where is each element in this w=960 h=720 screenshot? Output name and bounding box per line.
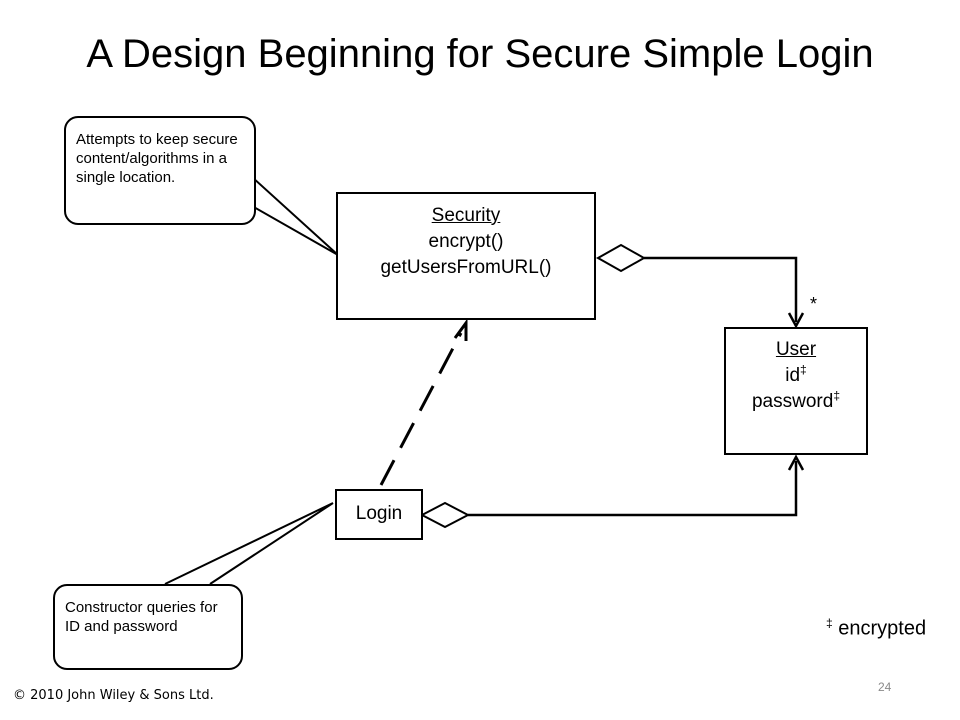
login-user-association-line [468, 461, 798, 517]
top-callout-pointer [251, 176, 339, 256]
user-attribute-password: password‡ [751, 388, 840, 412]
login-aggregation-diamond [419, 501, 471, 529]
copyright-notice: © 2010 John Wiley & Sons Ltd. [13, 688, 214, 703]
security-operation-get-users: getUsersFromURL() [380, 257, 552, 278]
page-title: A Design Beginning for Secure Simple Log… [86, 32, 874, 76]
association-multiplicity: * [810, 294, 818, 314]
page-number: 24 [878, 680, 892, 694]
login-user-arrowhead [787, 454, 805, 471]
security-operation-encrypt: encrypt() [428, 231, 504, 252]
login-security-dependency-line [379, 332, 463, 486]
top-callout-note: Attempts to keep secure content/algorith… [64, 116, 256, 225]
login-class-name: Login [355, 503, 403, 524]
login-class-box: Login [335, 489, 423, 540]
security-class-name: Security [431, 205, 501, 226]
user-attribute-id: id‡ [785, 362, 807, 386]
security-user-association-line [644, 256, 798, 322]
user-class-name: User [775, 339, 817, 360]
legend-mark: ‡ [826, 616, 833, 630]
encrypted-mark: ‡ [800, 362, 807, 377]
bottom-callout-note: Constructor queries for ID and password [53, 584, 243, 670]
security-class-box: Security encrypt() getUsersFromURL() [336, 192, 596, 320]
user-class-box: User id‡ password‡ [724, 327, 868, 455]
security-user-arrowhead [787, 312, 805, 329]
encryption-legend: ‡ encrypted [826, 616, 926, 641]
login-security-dependency-arrowhead [453, 318, 468, 341]
legend-text: encrypted [838, 617, 927, 640]
encrypted-mark: ‡ [833, 388, 840, 403]
security-aggregation-diamond [595, 243, 647, 273]
bottom-callout-pointer [164, 502, 334, 585]
